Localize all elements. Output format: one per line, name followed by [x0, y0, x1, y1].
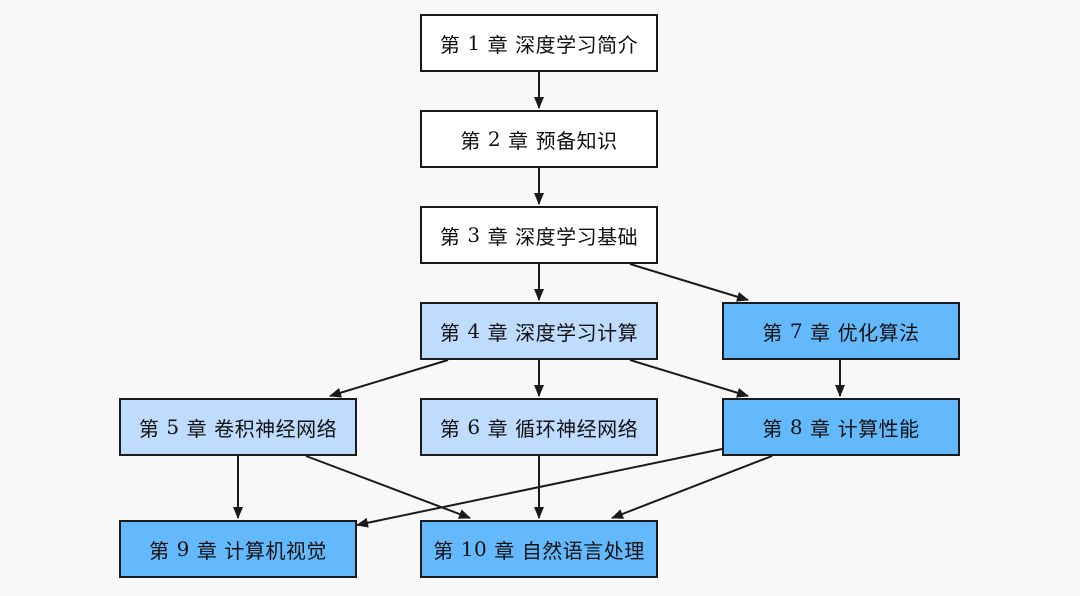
chapter-unit: 章 [196, 538, 218, 563]
chapter-number: 2 [487, 127, 502, 151]
arrow-ch3-ch7 [629, 263, 749, 302]
chapter-prefix: 第 [439, 320, 461, 345]
chapter-number: 5 [166, 415, 180, 439]
chapter-number: 8 [789, 415, 804, 439]
chapter-unit: 章 [186, 416, 208, 441]
chapter-prefix: 第 [439, 416, 461, 441]
chapter-title: 卷积神经网络 [214, 416, 338, 441]
chapter-title: 循环神经网络 [515, 416, 639, 441]
chapter-prefix: 第 [460, 128, 481, 153]
chapter-unit: 章 [494, 538, 515, 563]
chapter-title: 计算性能 [837, 416, 920, 441]
chapter-unit: 章 [487, 224, 509, 249]
chapter-unit: 章 [810, 320, 831, 345]
chapter-title: 深度学习基础 [515, 224, 639, 249]
chapter-prefix: 第 [433, 538, 454, 563]
chapter-unit: 章 [508, 128, 529, 153]
chapter-number: 9 [176, 537, 190, 561]
chapter-title: 优化算法 [837, 320, 920, 345]
arrow-ch4-ch5 [329, 359, 449, 398]
chapter-unit: 章 [810, 416, 831, 441]
chapter-prefix: 第 [762, 320, 783, 345]
chapter-title: 计算机视觉 [224, 538, 327, 563]
chapter-unit: 章 [487, 32, 509, 57]
arrow-ch4-ch8 [629, 359, 749, 398]
chapter-title: 预备知识 [535, 128, 618, 153]
chapter-unit: 章 [487, 416, 509, 441]
chapter-unit: 章 [487, 320, 509, 345]
chapter-number: 1 [467, 31, 481, 55]
arrow-ch8-ch10 [611, 455, 773, 519]
chapter-prefix: 第 [762, 416, 783, 441]
chapter-title: 自然语言处理 [521, 538, 645, 563]
chapter-title: 深度学习简介 [515, 32, 639, 57]
chapter-number: 6 [467, 415, 481, 439]
arrow-ch5-ch10 [305, 455, 471, 519]
chapter-number: 10 [460, 537, 488, 561]
chapter-number: 3 [467, 223, 481, 247]
chapter-prefix: 第 [138, 416, 160, 441]
chapter-number: 4 [467, 319, 481, 343]
chapter-prefix: 第 [439, 32, 461, 57]
chapter-number: 7 [789, 319, 804, 343]
arrow-ch8-ch9 [356, 448, 723, 528]
chapter-title: 深度学习计算 [515, 320, 639, 345]
chapter-prefix: 第 [439, 224, 461, 249]
chapter-prefix: 第 [149, 538, 170, 563]
